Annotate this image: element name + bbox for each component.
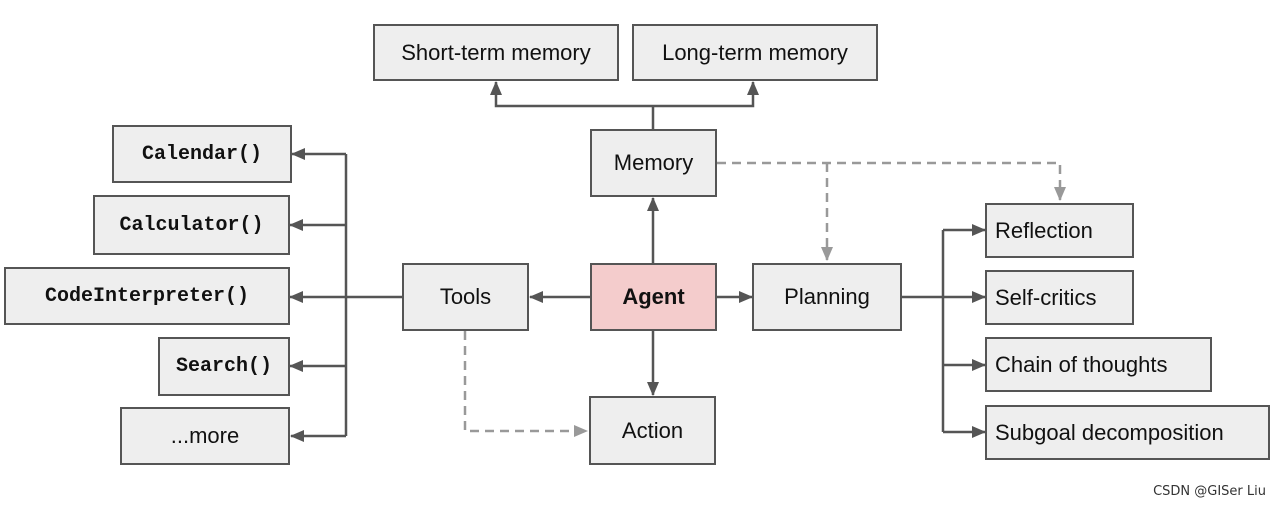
chain-of-thoughts-node: Chain of thoughts	[985, 337, 1212, 392]
reflection-node: Reflection	[985, 203, 1134, 258]
calculator-tool-node: Calculator()	[93, 195, 290, 255]
agent-node: Agent	[590, 263, 717, 331]
memory-node: Memory	[590, 129, 717, 197]
action-node: Action	[589, 396, 716, 465]
edge-memory-short-term	[490, 81, 653, 108]
short-term-memory-node: Short-term memory	[373, 24, 619, 81]
subgoal-decomposition-node: Subgoal decomposition	[985, 405, 1270, 460]
dashed-edge-tools-action	[463, 331, 588, 437]
code-interpreter-tool-node: CodeInterpreter()	[4, 267, 290, 325]
long-term-memory-node: Long-term memory	[632, 24, 878, 81]
watermark: CSDN @GISer Liu	[1153, 484, 1266, 499]
edge-memory-long-term	[653, 81, 759, 108]
dashed-edge-memory	[717, 161, 1066, 201]
self-critics-node: Self-critics	[985, 270, 1134, 325]
calendar-tool-node: Calendar()	[112, 125, 292, 183]
planning-node: Planning	[752, 263, 902, 331]
tools-node: Tools	[402, 263, 529, 331]
more-tools-node: ...more	[120, 407, 290, 465]
search-tool-node: Search()	[158, 337, 290, 396]
